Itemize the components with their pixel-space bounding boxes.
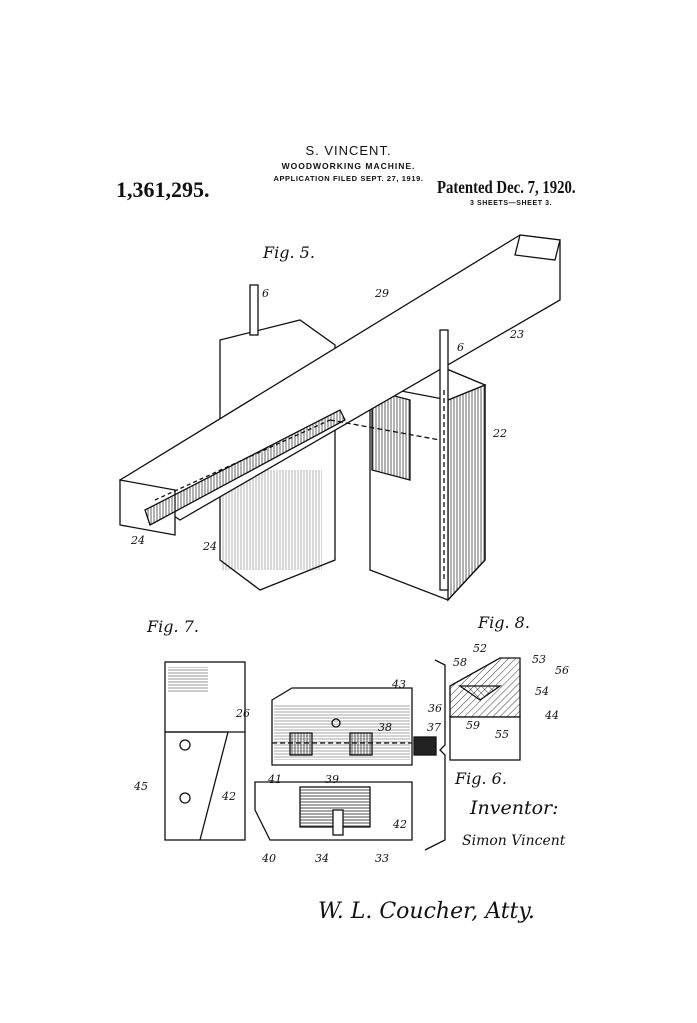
ref-23: 23 xyxy=(509,328,524,341)
ref-37: 37 xyxy=(427,721,441,734)
ref-34: 34 xyxy=(315,852,329,865)
ref-59: 59 xyxy=(466,719,480,732)
figure-5: Fig. 5. 6 29 23 6 22 24 24 xyxy=(118,234,561,602)
figure-7: Fig. 7. 26 45 42 xyxy=(133,617,250,841)
patented-date: Patented Dec. 7, 1920. xyxy=(437,177,576,197)
filing-date: APPLICATION FILED SEPT. 27, 1919. xyxy=(273,174,424,183)
inventor-name: S. VINCENT. xyxy=(305,143,392,158)
fig8-label: Fig. 8. xyxy=(477,613,530,632)
attorney-signature: W. L. Coucher, Atty. xyxy=(318,899,535,924)
sheet-count: 3 SHEETS—SHEET 3. xyxy=(470,200,553,207)
ref-24b: 24 xyxy=(202,540,217,553)
ref-36: 36 xyxy=(428,702,442,715)
ref-43: 43 xyxy=(391,678,406,691)
ref-26: 26 xyxy=(235,707,250,720)
ref-24a: 24 xyxy=(130,534,145,547)
ref-6a: 6 xyxy=(262,287,269,300)
ref-52: 52 xyxy=(473,642,487,655)
patent-number: 1,361,295. xyxy=(116,177,210,202)
figure-8: Fig. 8. 52 53 56 58 54 44 59 55 xyxy=(449,613,569,761)
fig6-label: Fig. 6. xyxy=(454,769,507,788)
ref-22: 22 xyxy=(492,427,507,440)
inventor-signature: Simon Vincent xyxy=(462,833,566,849)
fig7-label: Fig. 7. xyxy=(146,617,199,636)
inventor-heading: Inventor: xyxy=(469,797,559,819)
ref-44: 44 xyxy=(544,709,559,722)
ref-55: 55 xyxy=(495,728,509,741)
fig5-label: Fig. 5. xyxy=(262,243,315,262)
invention-title: WOODWORKING MACHINE. xyxy=(281,161,416,171)
ref-6b: 6 xyxy=(457,341,464,354)
ref-40: 40 xyxy=(261,852,276,865)
ref-53: 53 xyxy=(532,653,546,666)
ref-29: 29 xyxy=(374,287,389,300)
ref-56: 56 xyxy=(555,664,569,677)
ref-33: 33 xyxy=(375,852,389,865)
ref-42-fig6: 42 xyxy=(392,818,407,831)
ref-41: 41 xyxy=(267,773,282,786)
figure-6: 43 36 38 37 39 41 42 40 34 33 Fig. 6. xyxy=(254,659,507,865)
ref-39: 39 xyxy=(325,773,339,786)
ref-45: 45 xyxy=(133,780,148,793)
ref-58: 58 xyxy=(453,656,467,669)
ref-42-fig7: 42 xyxy=(221,790,236,803)
ref-54: 54 xyxy=(535,685,549,698)
ref-38: 38 xyxy=(378,721,392,734)
